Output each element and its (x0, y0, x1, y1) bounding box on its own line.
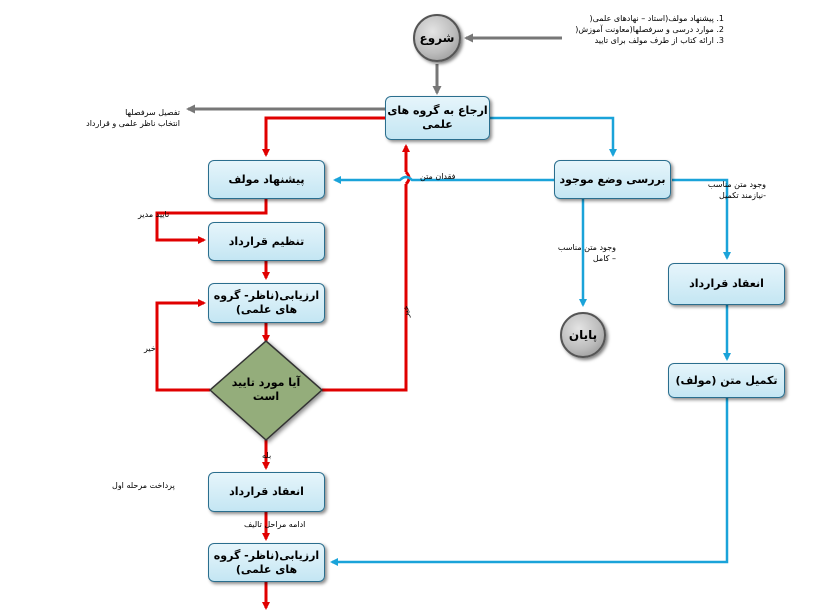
complete-text-box[interactable]: تکمیل متن (مولف) (668, 363, 785, 398)
sources-note: 1. پیشنهاد مولف(استاد – نهادهای علمی( 2.… (574, 14, 724, 46)
refer-to-review-arrow (490, 116, 617, 157)
contract-main-box[interactable]: انعقاد قرارداد (208, 472, 325, 512)
red-connectors (155, 116, 411, 610)
first-payment-label: پرداخت مرحله اول (112, 481, 175, 490)
decision-label[interactable]: آیا مورد تایید است (231, 375, 301, 403)
contract-setup-box[interactable]: تنظیم قرارداد (208, 222, 325, 261)
decision-no-loop-arrow (155, 299, 210, 392)
lack-of-text-label: فقدان متن (420, 172, 456, 181)
review-to-proposal-arrow (333, 175, 554, 184)
outline-note-line-1: تفصیل سرفصلها (125, 108, 180, 117)
sources-note-line-3: 3. ارائه کتاب از طرف مولف برای تایید (594, 35, 724, 45)
end-node[interactable]: پایان (560, 312, 606, 358)
complete-to-evaluation2-arrow (330, 398, 729, 566)
suitable-incomplete-note: وجود متن مناسب -نیازمند تکمیل (696, 180, 766, 202)
start-node[interactable]: شروع (413, 14, 461, 62)
outline-note-line-2: انتخاب ناظر علمی و قرارداد (86, 118, 180, 128)
proposal-to-contract-setup-arrow (155, 199, 268, 244)
manager-approval-label: تایید مدیر (138, 210, 170, 219)
contract-right-box[interactable]: انعقاد قرارداد (668, 263, 785, 305)
sources-note-line-1: 1. پیشنهاد مولف(استاد – نهادهای علمی( (589, 14, 725, 23)
decision-no-up-arrow (322, 184, 408, 392)
suitable-complete-line-2: – کامل (592, 253, 616, 263)
review-to-contract-right-arrow (672, 178, 731, 260)
outline-note: تفصیل سرفصلها انتخاب ناظر علمی و قرارداد (70, 108, 180, 130)
decision-no-left-label: خیر (144, 344, 156, 353)
refer-to-proposal-arrow (262, 116, 385, 157)
decision-diamond (208, 340, 324, 442)
suitable-complete-note: وجود متن مناسب – کامل (546, 243, 616, 265)
refer-to-groups-box[interactable]: ارجاع به گروه های علمی (385, 96, 490, 140)
evaluation-box-1[interactable]: ارزیابی(ناظر- گروه های علمی) (208, 283, 325, 323)
decision-yes-label: بله (262, 451, 272, 460)
review-status-box[interactable]: بررسی وضع موجود (554, 160, 671, 199)
suitable-complete-line-1: وجود متن مناسب (557, 243, 616, 252)
decision-no-up-label: خیر (401, 305, 411, 318)
suitable-incomplete-line-1: وجود متن مناسب (707, 180, 766, 189)
blue-connectors (330, 116, 731, 566)
gray-connectors (186, 33, 562, 114)
author-proposal-box[interactable]: پیشنهاد مولف (208, 160, 325, 199)
suitable-incomplete-line-2: -نیازمند تکمیل (718, 190, 766, 200)
sources-note-line-2: 2. موارد درسی و سرفصلها(معاونت آموزش( (575, 24, 724, 34)
continue-writing-label: ادامه مراحل تالیف (244, 520, 306, 529)
evaluation-box-2[interactable]: ارزیابی(ناظر- گروه های علمی) (208, 543, 325, 582)
